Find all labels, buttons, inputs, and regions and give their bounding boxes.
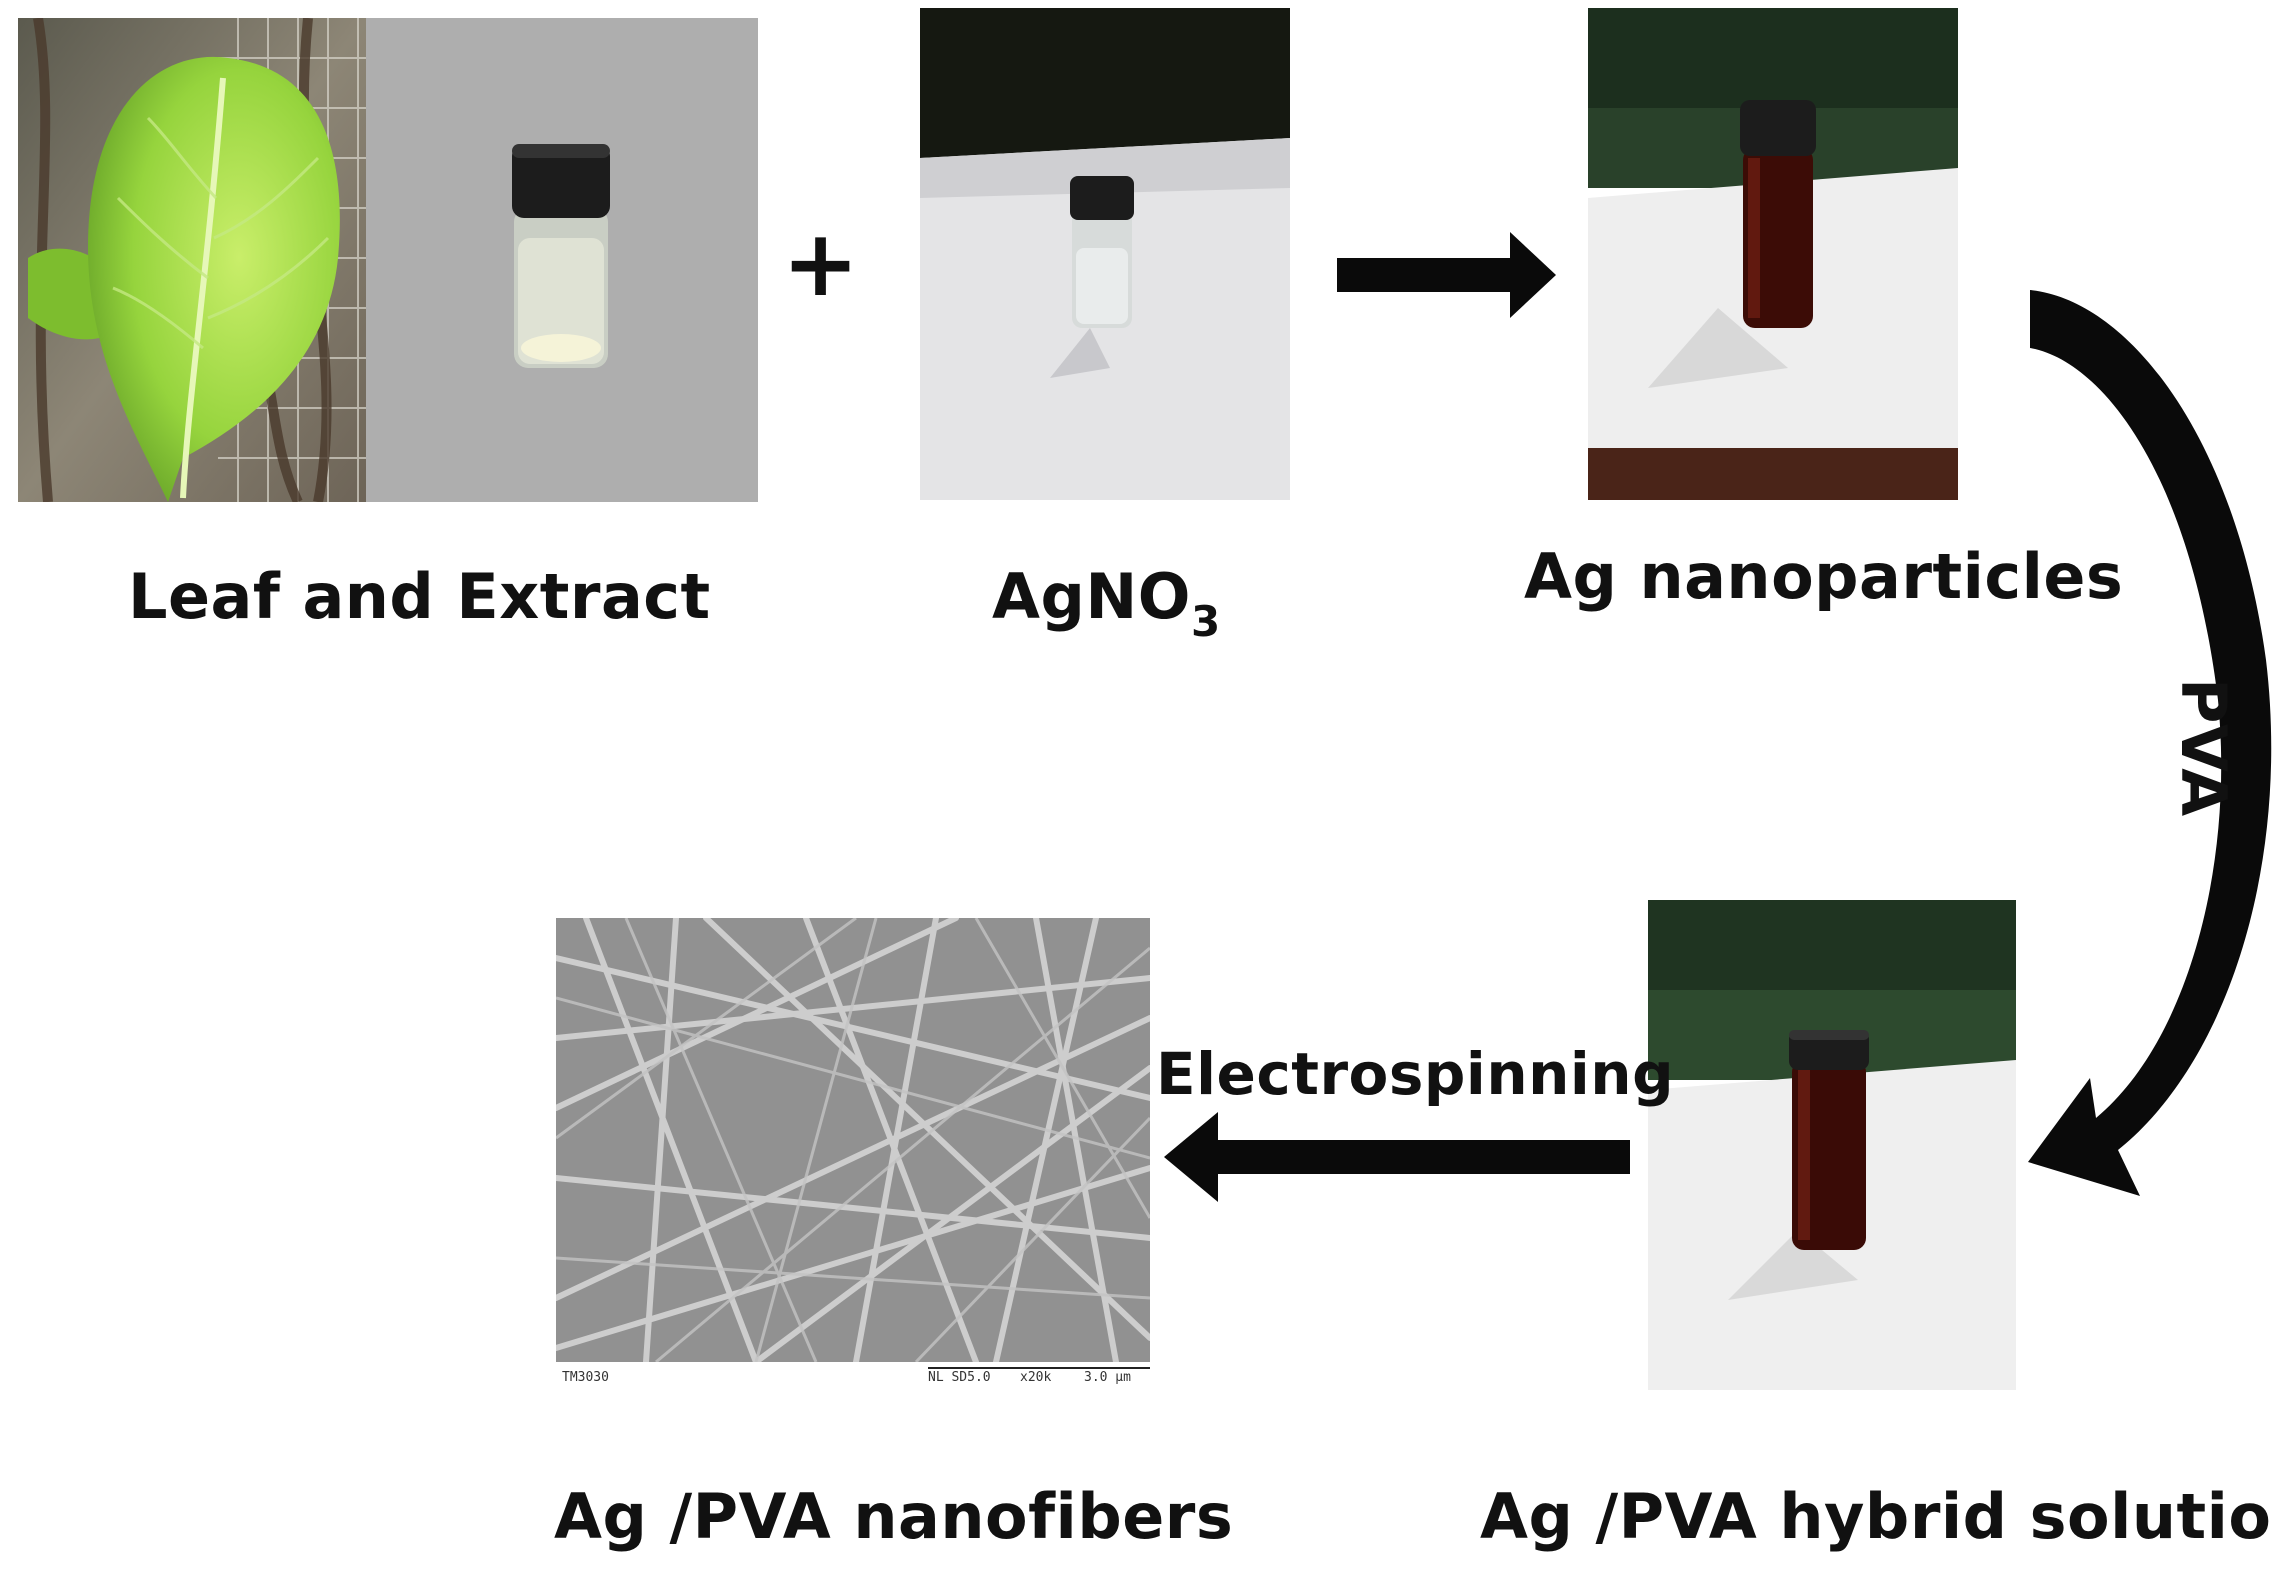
ag-pva-hybrid-vial-photo [1648, 900, 2016, 1390]
label-ag-pva-hybrid-solution: Ag /PVA hybrid solution [1480, 1480, 2274, 1553]
arrow-left [1164, 1112, 1630, 1202]
leaf-photo [18, 18, 366, 502]
sem-nanofibers-image: TM3030 NL SD5.0 x20k 3.0 μm [556, 918, 1150, 1392]
label-agno3-subscript: 3 [1190, 597, 1221, 646]
sem-info-left: TM3030 [562, 1370, 609, 1385]
label-agno3: AgNO3 [992, 560, 1221, 646]
arrow-right [1337, 232, 1556, 318]
label-ag-nanoparticles: Ag nanoparticles [1524, 540, 2124, 613]
sem-info-detector: NL SD5.0 [928, 1370, 991, 1385]
sem-info-magnification: x20k [1020, 1370, 1052, 1385]
label-agno3-main: AgNO [992, 560, 1191, 633]
label-ag-pva-nanofibers: Ag /PVA nanofibers [554, 1480, 1234, 1553]
extract-vial-photo [366, 18, 758, 502]
curved-arrow-pva [2028, 290, 2272, 1196]
agno3-vial-photo [920, 8, 1290, 500]
label-leaf-and-extract: Leaf and Extract [128, 560, 711, 633]
label-electrospinning: Electrospinning [1156, 1040, 1675, 1108]
label-pva: PVA [2167, 678, 2240, 817]
ag-nanoparticles-vial-photo [1588, 8, 1958, 500]
plus-sign: + [782, 210, 860, 317]
sem-scale-bar-label: 3.0 μm [1084, 1370, 1131, 1385]
